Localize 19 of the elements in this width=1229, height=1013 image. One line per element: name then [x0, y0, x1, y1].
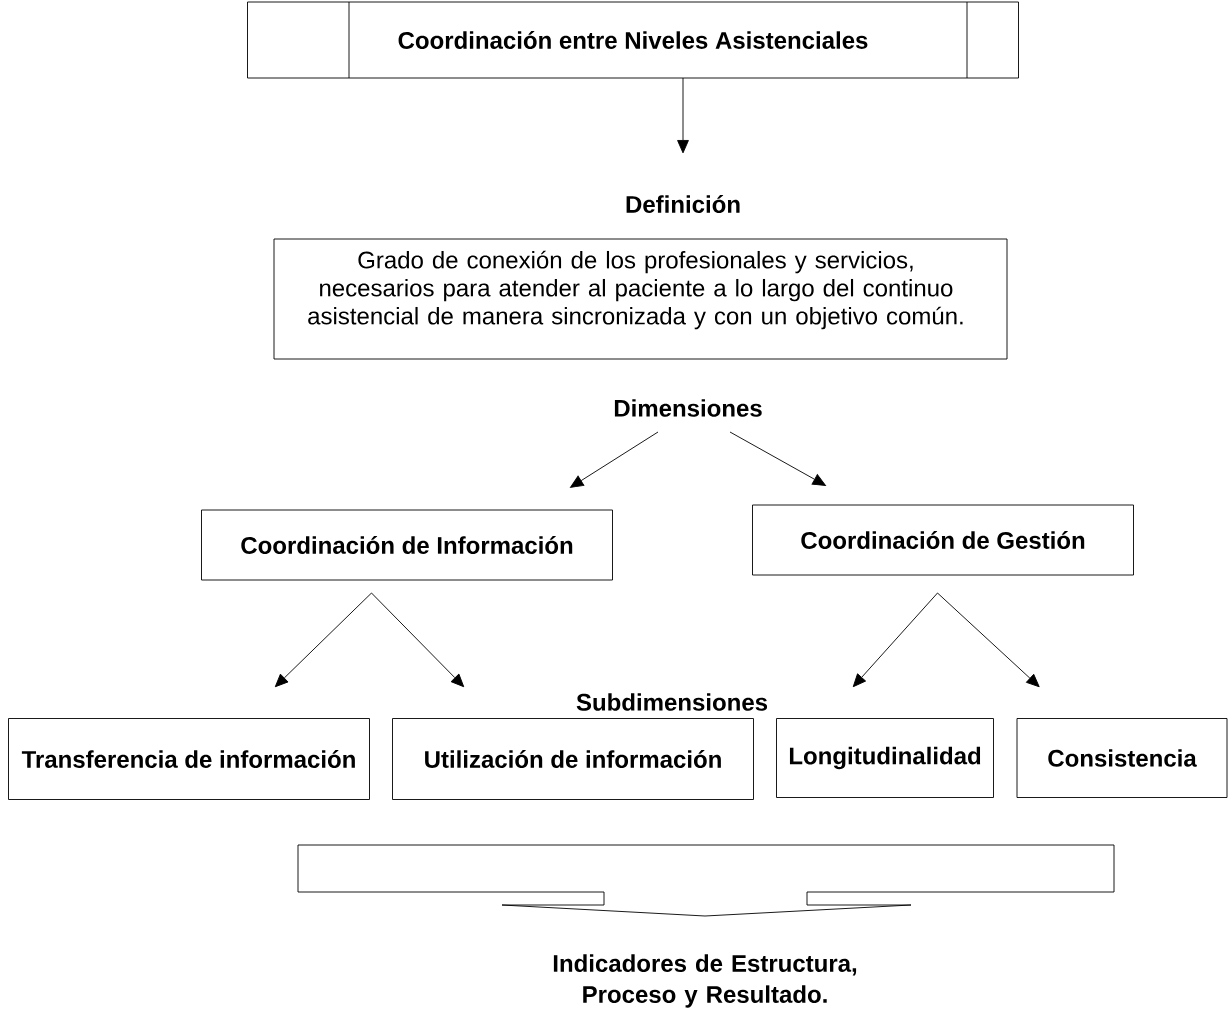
- definition-box: Grado de conexión de los profesionales y servicios, necesarios para atender al paciente a lo largo del continuo asistencial de manera sincronizada y con un objetivo común.: [273, 238, 1008, 360]
- dimension-box: Coordinación de Información: [201, 509, 613, 581]
- title-box: Coordinación entre Niveles Asistenciales: [247, 1, 1019, 79]
- arrow: [852, 592, 938, 688]
- dimension-box: Consistencia: [1016, 718, 1228, 798]
- arrow: [274, 592, 372, 688]
- dimension-box: Transferencia de información: [8, 718, 370, 800]
- arrow: [937, 592, 1040, 688]
- arrow: [729, 431, 826, 486]
- arrow: [570, 431, 659, 488]
- heading: Dimensiones: [614, 399, 762, 417]
- section-label: Subdimensiones: [576, 693, 768, 711]
- dimension-box: Coordinación de Gestión: [752, 504, 1134, 576]
- heading: Definición: [626, 195, 740, 213]
- arrow: [677, 77, 689, 154]
- dimension-box: Utilización de información: [392, 718, 754, 800]
- arrow: [371, 592, 465, 688]
- node-label: Indicadores de Estructura, Proceso y Resultado.: [553, 954, 857, 1008]
- dimension-box: Longitudinalidad: [776, 718, 994, 798]
